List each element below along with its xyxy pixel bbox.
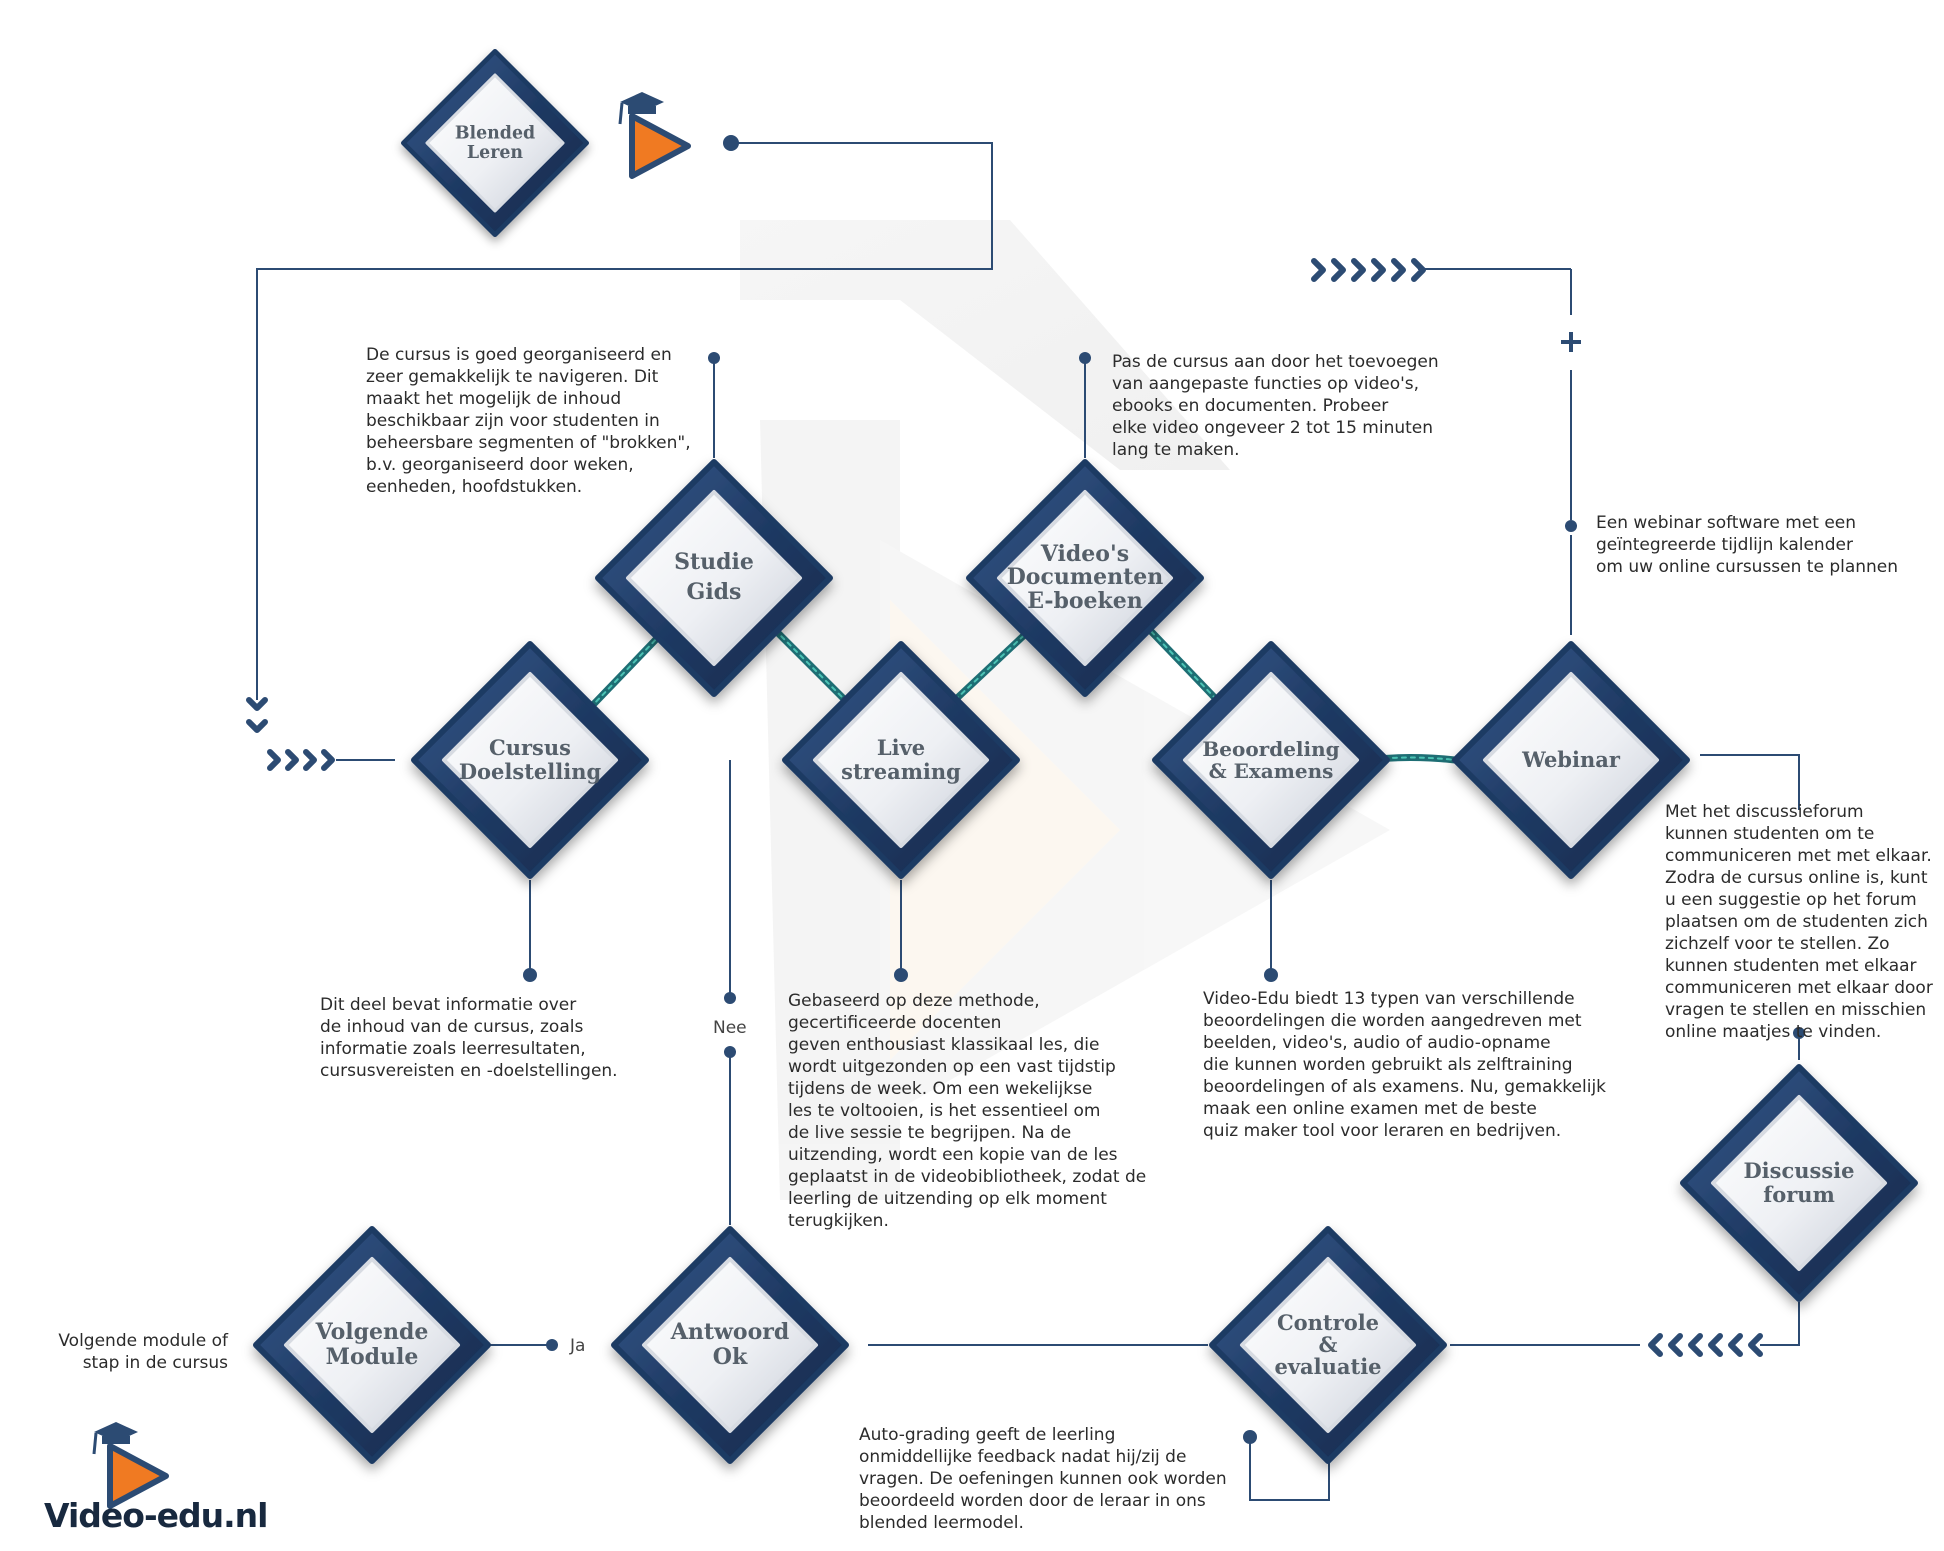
diamond-shape (595, 459, 833, 697)
node-label: Cursus Doelstelling (458, 735, 602, 784)
node-label: Antwoord Ok (670, 1319, 790, 1370)
connector-lines (256, 142, 1800, 1501)
node-blended-leren: Blended Leren (400, 48, 590, 238)
diamond-shape (1452, 641, 1690, 879)
diamond-shape (253, 1226, 491, 1464)
node-label: Blended Leren (454, 122, 536, 163)
teal-links (586, 621, 1459, 764)
node-label: Video's Documenten E-boeken (1006, 541, 1164, 614)
diamond-shape (1152, 641, 1390, 879)
diamond-shape (1209, 1226, 1447, 1464)
node-label: Live streaming (841, 735, 961, 784)
diamond-shape (400, 48, 590, 238)
node-volgende-module: Volgende Module (252, 1225, 492, 1465)
node-label: Controle & evaluatie (1274, 1309, 1382, 1380)
brand-name: Video-edu.nl (44, 1496, 268, 1535)
node-label: Volgende Module (315, 1319, 429, 1370)
node-label: Beoordeling & Examens (1202, 736, 1340, 783)
node-label: Webinar (1522, 747, 1620, 773)
node-controle-evaluatie: Controle & evaluatie (1208, 1225, 1448, 1465)
diamond-shape (611, 1226, 849, 1464)
node-live-streaming: Live streaming (781, 640, 1021, 880)
desc-cursus-doelstelling: Dit deel bevat informatie over de inhoud… (320, 995, 618, 1081)
node-webinar: Webinar (1451, 640, 1691, 880)
ja-label: Ja (570, 1336, 586, 1356)
node-discussie-forum: Discussie forum (1679, 1063, 1919, 1303)
node-beoordeling-examens: Beoordeling & Examens (1151, 640, 1391, 880)
desc-studie-gids: De cursus is goed georganiseerd en zeer … (366, 345, 691, 497)
diamond-shape (1680, 1064, 1918, 1302)
desc-controle: Auto-grading geeft de leerling onmiddell… (859, 1425, 1227, 1533)
connector-dots (523, 135, 1805, 1444)
node-label: Studie Gids (674, 549, 754, 605)
plus-icon (1561, 332, 1581, 352)
node-videos-documenten: Video's Documenten E-boeken (965, 458, 1205, 698)
graduation-cap-play-icon (618, 92, 691, 179)
diamond-shape (966, 459, 1204, 697)
node-cursus-doelstelling: Cursus Doelstelling (410, 640, 650, 880)
desc-discussie: Met het discussieforum kunnen studenten … (1665, 802, 1933, 1042)
desc-videos: Pas de cursus aan door het toevoegen van… (1112, 352, 1439, 460)
chevron-arrows-icon (246, 258, 1763, 1357)
brand-logo-icon (92, 1422, 169, 1509)
node-studie-gids: Studie Gids (594, 458, 834, 698)
node-label: Discussie forum (1743, 1158, 1855, 1207)
diamond-shape (782, 641, 1020, 879)
desc-webinar: Een webinar software met een geïntegreer… (1596, 513, 1899, 577)
desc-volgende: Volgende module of stap in de cursus (58, 1331, 228, 1373)
desc-live-streaming: Gebaseerd op deze methode, gecertificeer… (788, 991, 1147, 1231)
desc-beoordeling: Video-Edu biedt 13 typen van verschillen… (1203, 989, 1607, 1141)
node-antwoord-ok: Antwoord Ok (610, 1225, 850, 1465)
nee-label: Nee (713, 1018, 747, 1038)
diamond-shape (411, 641, 649, 879)
